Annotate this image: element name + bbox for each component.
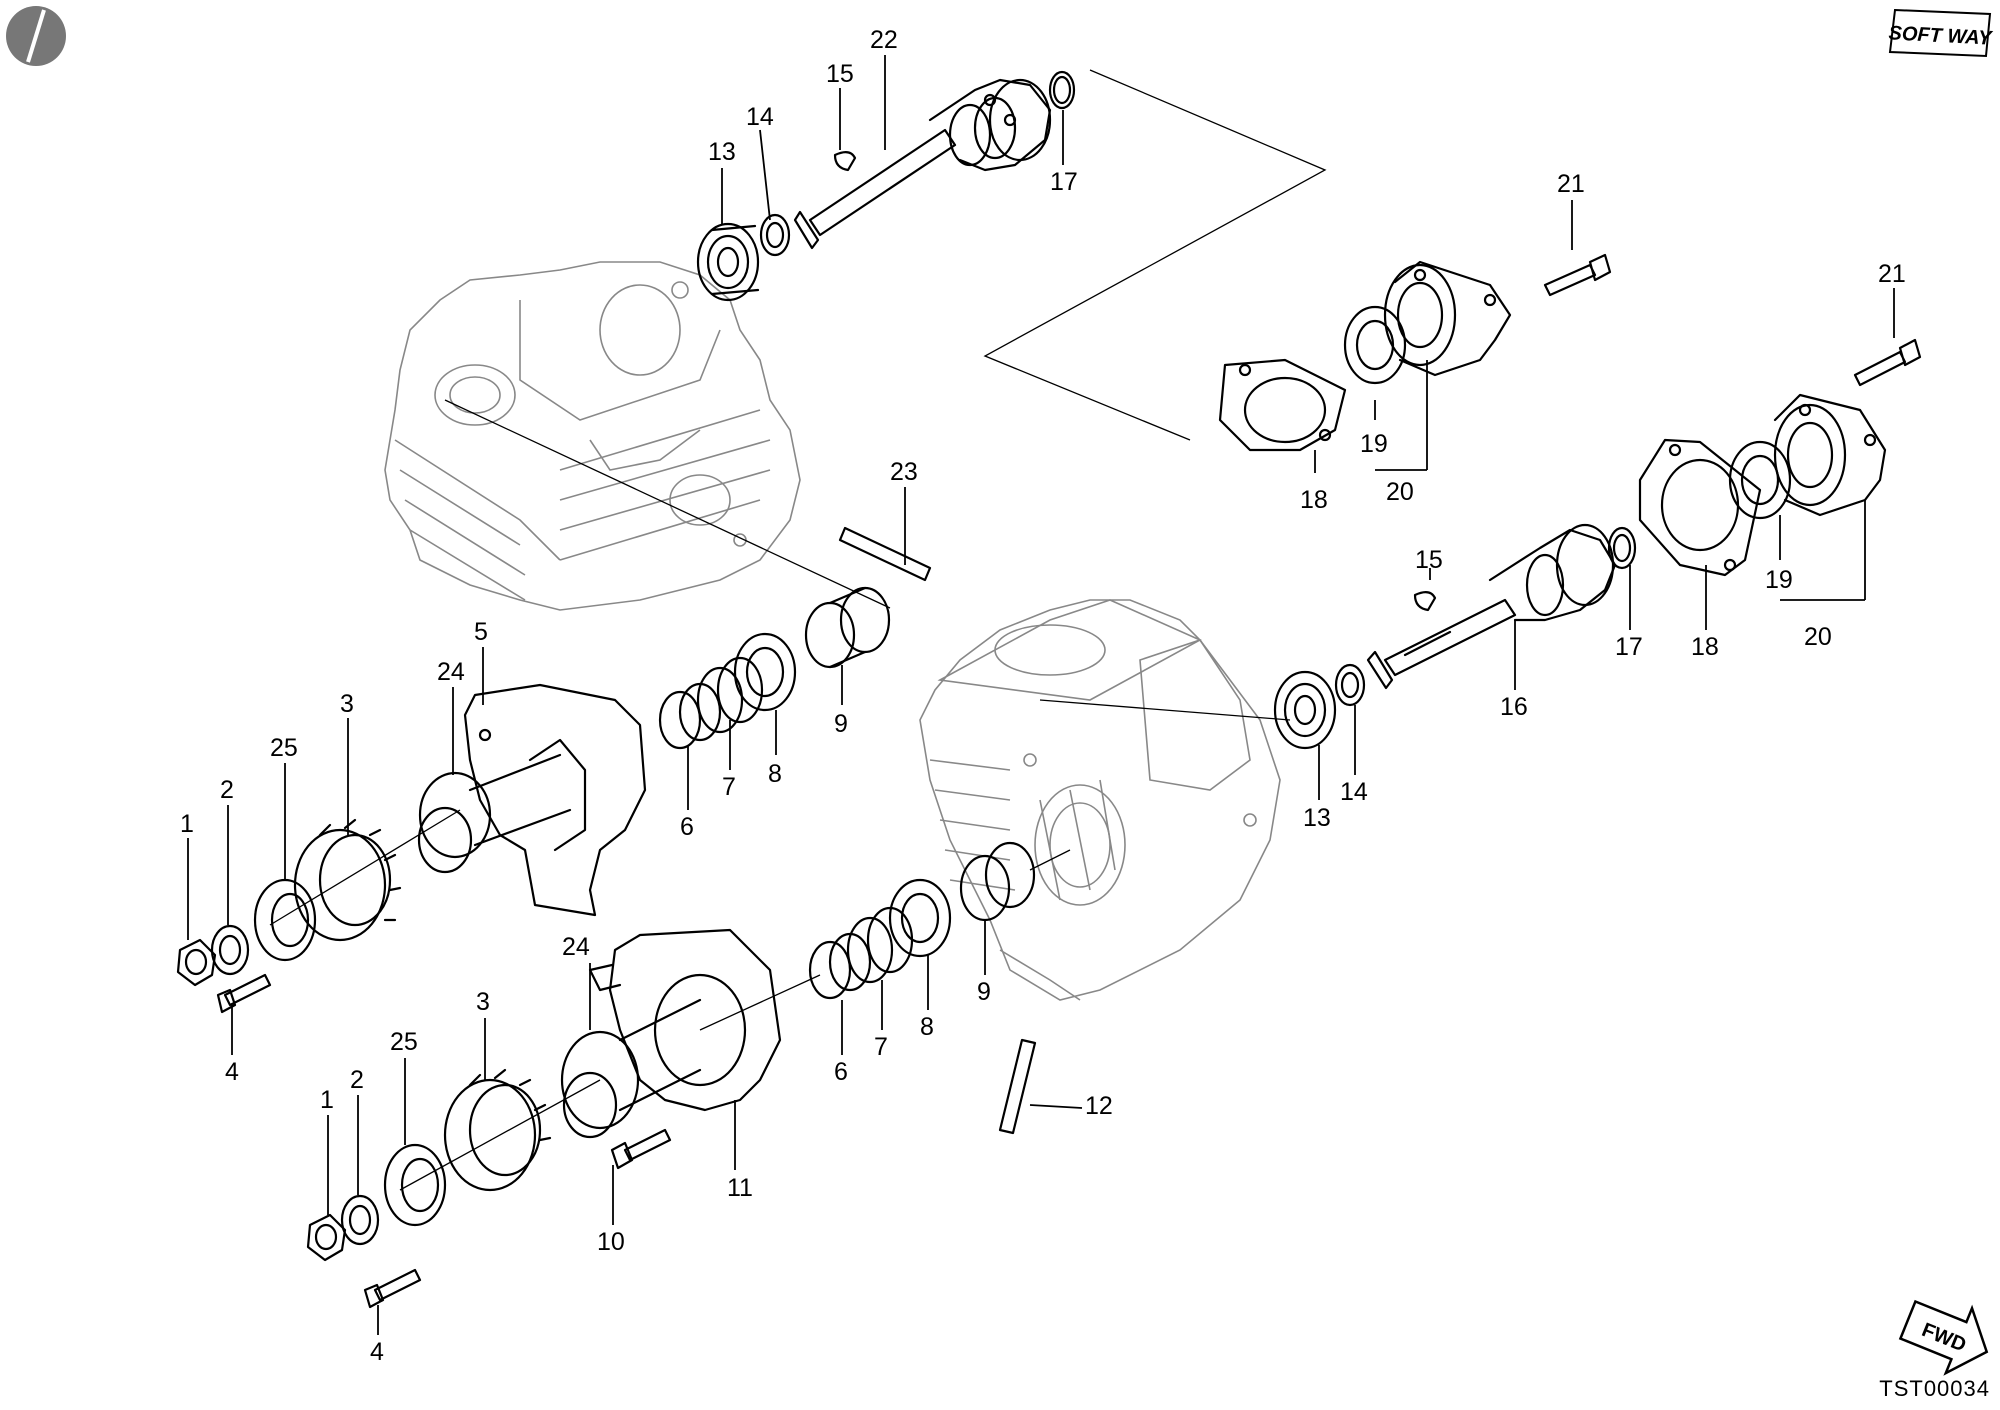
leader-line [983,69,1327,441]
gasket [1218,358,1347,452]
bearing-housing [1773,393,1887,517]
callout-25: 25 [390,1028,418,1056]
ball-bearing [733,632,797,712]
callout-1: 1 [320,1086,334,1114]
callout-12: 12 [1085,1092,1113,1120]
callout-5: 5 [474,618,488,646]
hex-nut [306,1213,347,1262]
brand-logo-text: SOFT WAY [1888,22,1994,49]
cam-sprocket [443,1068,552,1192]
callout-14: 14 [1340,778,1368,806]
leader-lines [187,55,1895,1335]
axis-line [269,399,891,926]
bolt [1853,338,1922,387]
callout-16: 16 [1500,693,1528,721]
callout-25: 25 [270,734,298,762]
callout-24: 24 [562,933,590,961]
woodruff-key [1413,591,1437,612]
callout-20: 20 [1386,478,1414,506]
ball-bearing [1728,440,1792,520]
washer [1334,663,1366,707]
callout-2: 2 [350,1066,364,1094]
cam-sprocket [293,818,402,942]
callout-10: 10 [597,1228,625,1256]
callout-15: 15 [826,60,854,88]
callout-2: 2 [220,776,234,804]
callout-14: 14 [746,103,774,131]
washer [340,1194,380,1246]
callout-1: 1 [180,810,194,838]
circlip [1607,526,1637,570]
callout-22: 22 [870,26,898,54]
drawing-reference: TST00034 [1879,1376,1990,1401]
front-cylinder-block [919,599,1281,1001]
callout-23: 23 [890,458,918,486]
washer [210,924,250,976]
bolt [610,1128,672,1170]
callout-6: 6 [680,813,694,841]
stud [838,526,932,582]
callout-19: 19 [1360,430,1388,458]
stud [998,1038,1037,1135]
camshaft-front [1366,523,1617,690]
cam-cover [588,928,782,1112]
callout-8: 8 [768,760,782,788]
ball-bearing [1273,670,1337,750]
callout-13: 13 [1303,804,1331,832]
corner-badge-icon [6,6,66,66]
gasket [1638,438,1762,577]
woodruff-key [833,151,857,172]
bushing [658,682,722,750]
bushing [804,586,891,669]
callout-11: 11 [727,1174,753,1202]
ball-bearing [1343,305,1407,385]
callout-labels: 22 15 14 13 17 21 21 19 20 18 23 5 24 3 … [180,26,1906,1366]
callout-4: 4 [225,1058,239,1086]
bearing-housing [1383,260,1512,377]
callout-7: 7 [722,773,736,801]
callout-13: 13 [708,138,736,166]
callout-18: 18 [1691,633,1719,661]
callout-9: 9 [834,710,848,738]
flange-sleeve [417,753,572,874]
flange-sleeve [560,998,702,1139]
bolt [216,973,272,1014]
axis-line [399,699,1291,1191]
callout-6: 6 [834,1058,848,1086]
camshaft-rear [793,78,1052,250]
forward-direction-icon: FWD [1898,1299,1989,1376]
bolt [1543,253,1612,297]
circlip [1048,70,1076,110]
ball-bearing [888,878,952,958]
bolt [363,1268,422,1309]
callout-3: 3 [476,988,490,1016]
cam-cover [463,683,647,917]
callout-21: 21 [1557,170,1585,198]
callout-24: 24 [437,658,465,686]
callout-7: 7 [874,1033,888,1061]
lock-plate [383,1143,447,1227]
callout-17: 17 [1615,633,1643,661]
callout-17: 17 [1050,168,1078,196]
callout-15: 15 [1415,546,1443,574]
ball-bearing [696,222,760,302]
callout-19: 19 [1765,566,1793,594]
callout-20: 20 [1804,623,1832,651]
callout-9: 9 [977,978,991,1006]
rear-cylinder-head [384,261,801,611]
callout-21: 21 [1878,260,1906,288]
hex-nut [176,938,217,987]
callout-18: 18 [1300,486,1328,514]
spacer-ring [696,656,764,734]
bushing [808,932,872,1000]
callout-8: 8 [920,1013,934,1041]
brand-logo: SOFT WAY [1888,8,1994,58]
callout-4: 4 [370,1338,384,1366]
callout-3: 3 [340,690,354,718]
washer [759,213,791,257]
